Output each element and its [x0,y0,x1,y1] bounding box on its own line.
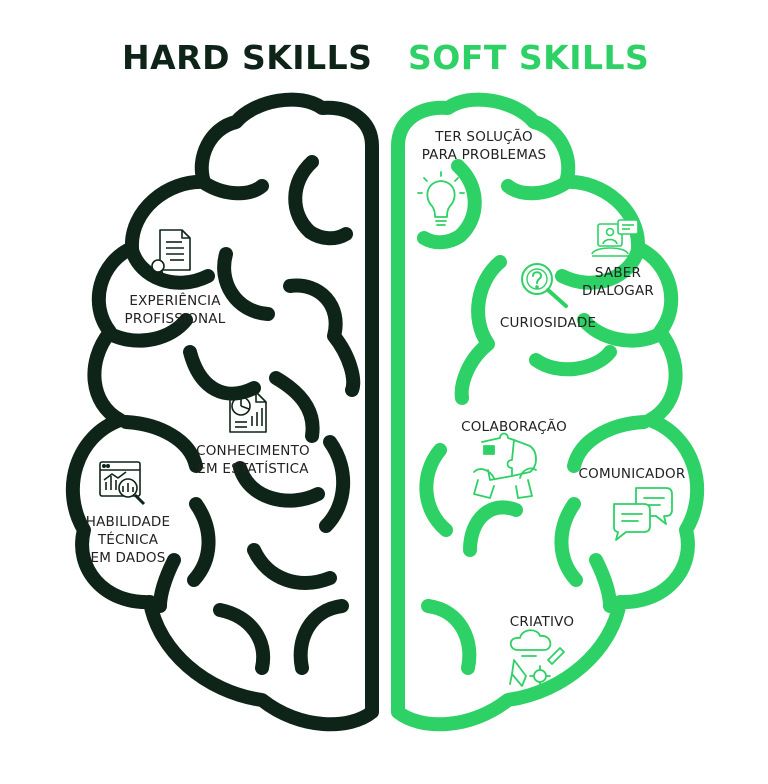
hard-skill-label-experiencia: EXPERIÊNCIA PROFISSIONAL [124,293,226,327]
hard-skills-title: HARD SKILLS [122,38,373,77]
soft-skills-title: SOFT SKILLS [408,38,650,77]
hard-skill-label-habilidade: HABILIDADE TÉCNICA EM DADOS [85,514,171,566]
soft-skill-label-comunicador: COMUNICADOR [578,466,686,482]
puzzle-hands-icon [473,432,537,499]
video-call-icon [591,219,639,257]
right-hemisphere [391,92,705,732]
magnifier-question-icon [521,263,568,308]
certificate-icon [151,229,191,283]
creative-tools-icon [509,629,565,687]
hard-skill-label-estatistica: CONHECIMENTO EM ESTATÍSTICA [196,443,310,477]
soft-skill-label-criativo: CRIATIVO [509,614,575,630]
statistics-document-icon [229,391,267,433]
data-analysis-icon [99,461,146,506]
left-hemisphere [65,92,379,732]
soft-skill-label-solucao: TER SOLUÇÃO PARA PROBLEMAS [421,129,547,163]
chat-bubbles-icon [613,487,673,541]
soft-skill-label-curiosidade: CURIOSIDADE [499,315,597,331]
soft-skill-label-colaboracao: COLABORAÇÃO [461,419,567,435]
lightbulb-icon [417,171,465,226]
soft-skill-label-dialogar: SABER DIALOGAR [582,265,654,299]
